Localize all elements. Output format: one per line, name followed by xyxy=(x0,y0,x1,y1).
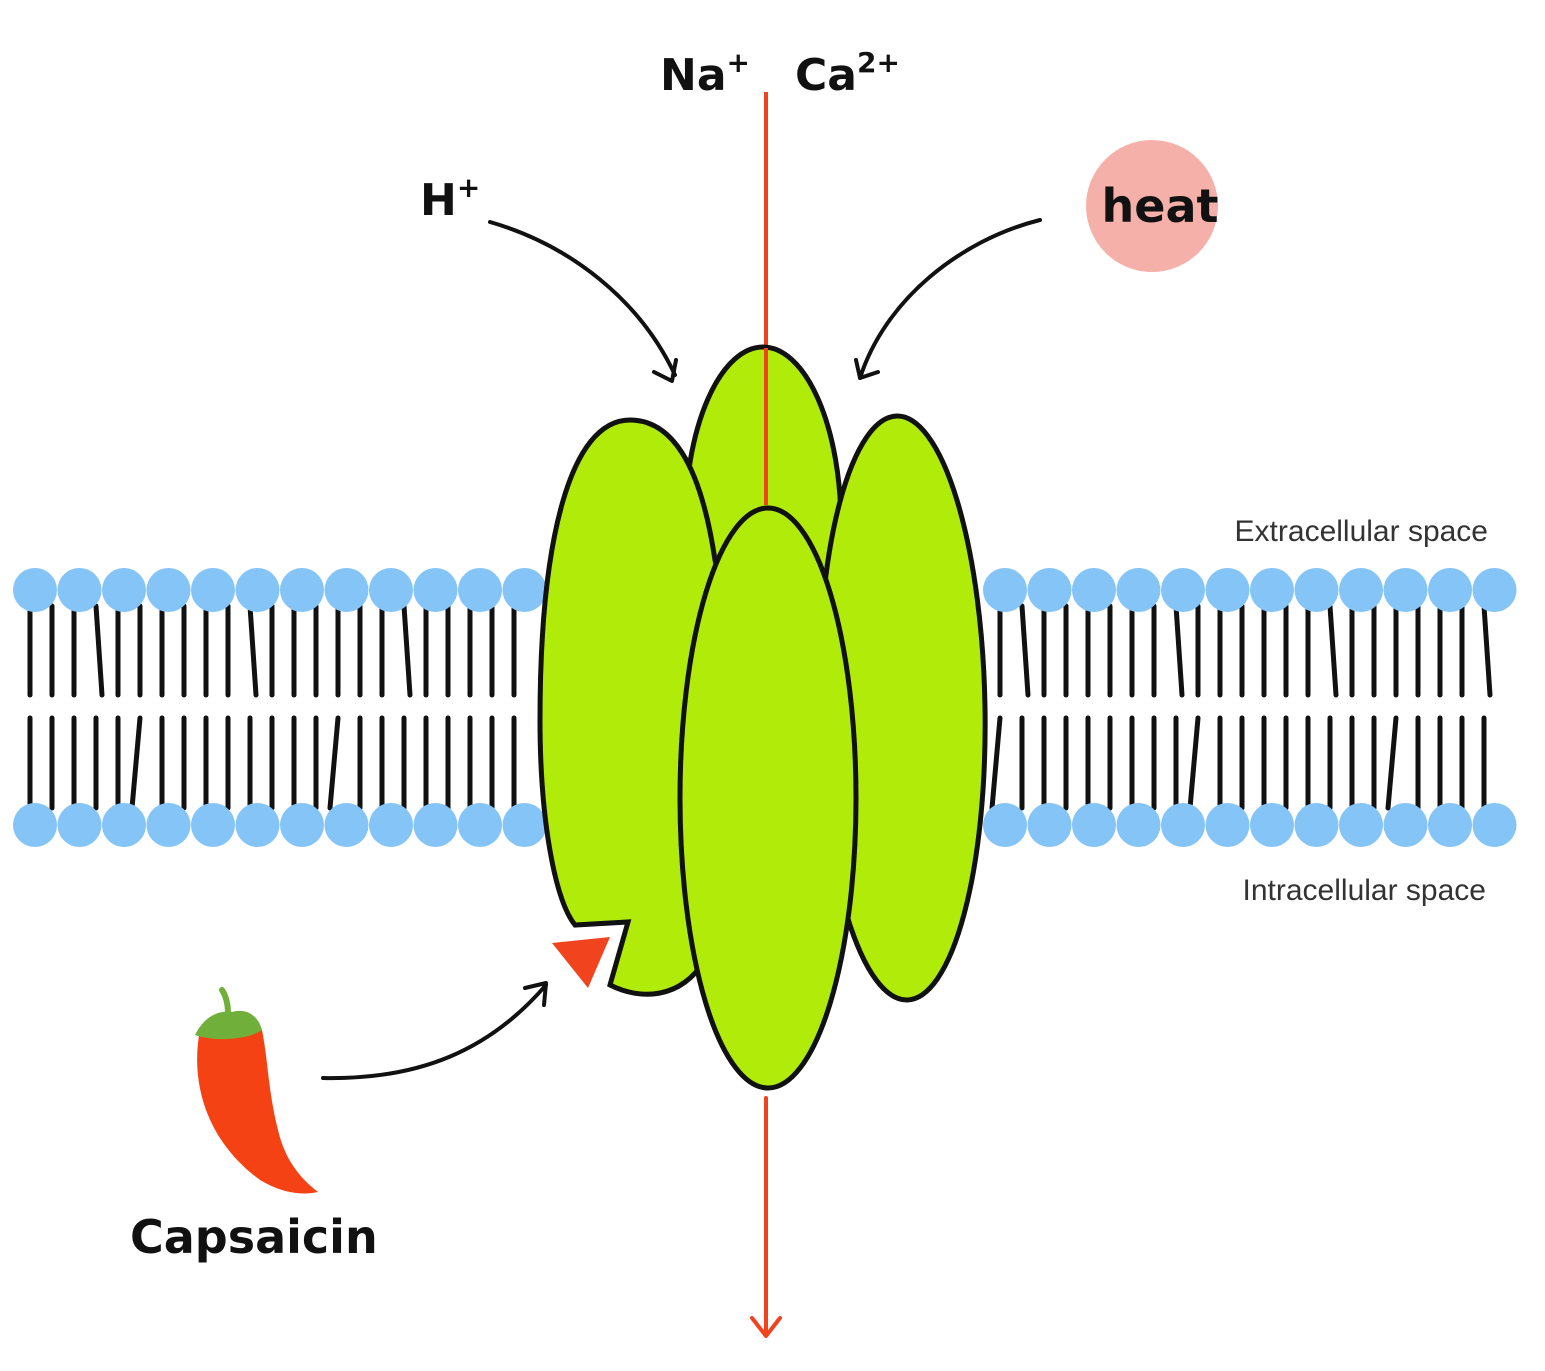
lipid-head-top-12 xyxy=(983,568,1027,612)
sodium-label: Na+ xyxy=(660,46,750,101)
lipid-head-top-16 xyxy=(1161,568,1205,612)
lipid-tail-upper-38 xyxy=(1327,603,1339,698)
lipid-head-bottom-7 xyxy=(324,803,369,847)
capsaicin-arrow xyxy=(321,981,548,1081)
lipid-head-bottom-9 xyxy=(413,803,458,847)
lipid-head-top-19 xyxy=(1294,568,1339,612)
lipid-tail-lower-23 xyxy=(989,715,1003,811)
lipid-head-top-20 xyxy=(1339,568,1383,612)
heat-label: heat xyxy=(1102,179,1219,233)
lipid-head-top-2 xyxy=(102,568,146,612)
lipid-head-bottom-17 xyxy=(1205,803,1250,847)
lipid-head-top-7 xyxy=(324,568,369,612)
lipid-head-bottom-8 xyxy=(369,803,413,847)
lipid-tail-upper-24 xyxy=(1019,603,1031,698)
lipid-head-top-21 xyxy=(1383,568,1428,612)
lipid-head-top-13 xyxy=(1027,568,1072,612)
lipid-head-bottom-20 xyxy=(1339,803,1383,847)
lipid-tail-upper-17 xyxy=(401,603,413,698)
heat-arrow xyxy=(854,218,1042,380)
lipid-heads xyxy=(13,568,1517,847)
lipid-head-bottom-15 xyxy=(1116,803,1161,847)
lipid-head-bottom-5 xyxy=(235,803,280,847)
lipid-head-top-14 xyxy=(1072,568,1116,612)
lipid-head-bottom-22 xyxy=(1428,803,1472,847)
lipid-head-top-17 xyxy=(1205,568,1250,612)
lipid-head-top-11 xyxy=(502,568,547,612)
extracellular-label: Extracellular space xyxy=(1235,515,1488,548)
lipid-head-bottom-2 xyxy=(102,803,146,847)
lipid-head-bottom-23 xyxy=(1472,803,1517,847)
lipid-head-bottom-12 xyxy=(983,803,1027,847)
trpv1-channel xyxy=(537,344,988,1091)
lipid-head-bottom-18 xyxy=(1250,803,1294,847)
subunit-front xyxy=(677,505,859,1091)
proton-label: H+ xyxy=(420,171,480,226)
lipid-tails xyxy=(27,603,1493,811)
lipid-head-top-1 xyxy=(57,568,102,612)
lipid-head-top-22 xyxy=(1428,568,1472,612)
lipid-head-top-6 xyxy=(280,568,324,612)
lipid-tail-upper-45 xyxy=(1481,603,1493,698)
lipid-head-top-4 xyxy=(191,568,235,612)
lipid-head-top-9 xyxy=(413,568,458,612)
lipid-head-top-3 xyxy=(146,568,191,612)
lipid-tail-lower-32 xyxy=(1187,715,1201,811)
chili-pepper-icon xyxy=(195,987,318,1194)
lipid-head-bottom-19 xyxy=(1294,803,1339,847)
lipid-head-bottom-11 xyxy=(502,803,547,847)
capsaicin-label: Capsaicin xyxy=(130,1210,378,1264)
lipid-head-bottom-1 xyxy=(57,803,102,847)
lipid-head-top-23 xyxy=(1472,568,1517,612)
lipid-tail-lower-41 xyxy=(1385,715,1399,811)
lipid-head-bottom-13 xyxy=(1027,803,1072,847)
lipid-head-top-8 xyxy=(369,568,413,612)
lipid-head-bottom-4 xyxy=(191,803,235,847)
intracellular-label: Intracellular space xyxy=(1243,874,1486,907)
lipid-head-bottom-0 xyxy=(13,803,57,847)
heat-badge xyxy=(1086,140,1218,272)
lipid-head-top-5 xyxy=(235,568,280,612)
lipid-head-bottom-14 xyxy=(1072,803,1116,847)
proton-arrow xyxy=(488,220,678,383)
calcium-label: Ca2+ xyxy=(795,46,900,101)
lipid-head-bottom-6 xyxy=(280,803,324,847)
ion-flux-arrow-bottom xyxy=(750,1096,782,1338)
lipid-head-top-10 xyxy=(458,568,502,612)
lipid-tail-upper-10 xyxy=(247,603,259,698)
lipid-head-top-15 xyxy=(1116,568,1161,612)
lipid-head-bottom-21 xyxy=(1383,803,1428,847)
lipid-tail-lower-14 xyxy=(327,715,341,811)
capsaicin-ligand-icon xyxy=(552,937,610,988)
lipid-head-bottom-3 xyxy=(146,803,191,847)
lipid-head-top-18 xyxy=(1250,568,1294,612)
lipid-head-bottom-16 xyxy=(1161,803,1205,847)
lipid-head-top-0 xyxy=(13,568,57,612)
lipid-head-bottom-10 xyxy=(458,803,502,847)
lipid-tail-upper-31 xyxy=(1173,603,1185,698)
lipid-tail-upper-3 xyxy=(93,603,105,698)
lipid-tail-lower-5 xyxy=(129,715,143,811)
